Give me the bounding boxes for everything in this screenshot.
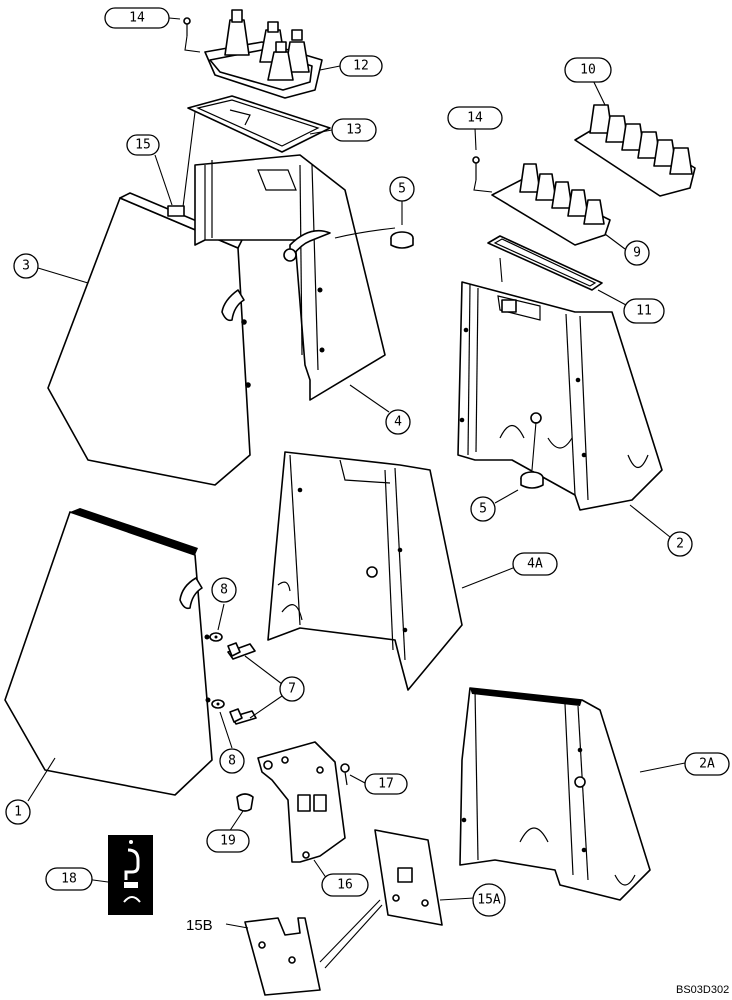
part-2A-frame [459, 687, 651, 901]
part-8-washer-upper [209, 632, 223, 642]
svg-text:9: 9 [633, 246, 641, 261]
callout-14-top: 14 [104, 7, 170, 29]
callout-3: 3 [13, 253, 39, 279]
callout-2A: 2A [684, 752, 730, 776]
part-7-bolt-upper [227, 642, 256, 660]
callout-15A: 15A [472, 883, 506, 917]
svg-text:11: 11 [636, 304, 652, 319]
svg-text:15: 15 [135, 138, 151, 153]
svg-text:15A: 15A [477, 893, 501, 908]
callout-7: 7 [279, 676, 305, 702]
svg-text:4: 4 [394, 415, 402, 430]
svg-text:5: 5 [398, 182, 406, 197]
svg-text:10: 10 [580, 63, 596, 78]
callout-14-right: 14 [447, 106, 503, 130]
svg-text:13: 13 [346, 123, 362, 138]
callout-8-lower: 8 [219, 748, 245, 774]
part-2-frame [457, 281, 663, 511]
callout-15B: 15B [186, 917, 213, 934]
part-17-screw [340, 763, 350, 786]
svg-text:15B: 15B [186, 917, 213, 934]
part-15A-plate [374, 829, 443, 926]
svg-text:1: 1 [14, 805, 22, 820]
svg-text:5: 5 [479, 502, 487, 517]
part-5-cap-upper [390, 231, 414, 249]
callout-12: 12 [339, 55, 383, 77]
callout-5-upper: 5 [389, 176, 415, 202]
part-15B-plate [244, 917, 321, 996]
part-4A-frame [267, 451, 463, 691]
part-8-washer-lower [211, 699, 225, 709]
callout-19: 19 [206, 829, 250, 853]
part-11-gasket [487, 235, 603, 291]
callout-10: 10 [564, 57, 612, 83]
callout-4: 4 [385, 409, 411, 435]
part-1-cover [4, 508, 213, 796]
svg-text:8: 8 [228, 754, 236, 769]
part-9-boot-plate [491, 163, 611, 246]
svg-text:BS03D302: BS03D302 [676, 984, 729, 996]
svg-text:17: 17 [378, 777, 394, 792]
callout-2: 2 [667, 531, 693, 557]
callout-18: 18 [45, 867, 93, 891]
part-4-frame-panel [194, 154, 386, 401]
part-19-plug [236, 793, 254, 812]
part-13-gasket [187, 95, 331, 153]
callout-17: 17 [364, 773, 408, 795]
callout-8-upper: 8 [211, 577, 237, 603]
svg-text:14: 14 [129, 11, 145, 26]
svg-text:8: 8 [220, 583, 228, 598]
svg-text:3: 3 [22, 259, 30, 274]
svg-text:7: 7 [288, 682, 296, 697]
svg-text:12: 12 [353, 59, 369, 74]
part-5-cap-lower [520, 471, 544, 489]
callout-1: 1 [5, 799, 31, 825]
part-12-boot-plate [204, 9, 323, 99]
drawing-code: BS03D302 [676, 984, 729, 996]
callout-13: 13 [331, 118, 377, 142]
svg-text:18: 18 [61, 872, 77, 887]
part-16-bracket [257, 741, 346, 863]
callout-5-lower: 5 [470, 496, 496, 522]
svg-text:19: 19 [220, 834, 236, 849]
svg-text:4A: 4A [527, 557, 543, 572]
svg-text:2A: 2A [699, 757, 715, 772]
part-14-screw-top [183, 17, 201, 53]
callout-4A: 4A [512, 552, 558, 576]
part-7-bolt-lower [229, 708, 257, 725]
callout-15: 15 [126, 134, 160, 156]
callout-9: 9 [624, 240, 650, 266]
svg-text:14: 14 [467, 111, 483, 126]
part-14-screw-right [472, 156, 493, 193]
svg-text:2: 2 [676, 537, 684, 552]
svg-text:16: 16 [337, 878, 353, 893]
callout-11: 11 [623, 298, 665, 324]
part-18-decal [108, 835, 153, 915]
callout-16: 16 [321, 873, 369, 897]
part-10-boots [574, 104, 696, 197]
